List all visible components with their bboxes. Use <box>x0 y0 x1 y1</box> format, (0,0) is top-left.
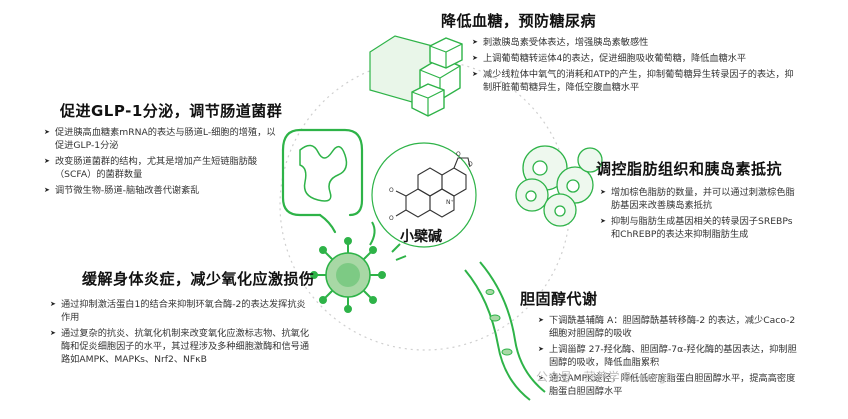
fat-cells-icon <box>515 145 603 227</box>
list-item: 上调甾醇 27-羟化酶、胆固醇-7α-羟化酶的基因表达，抑制胆固醇的吸收，降低血… <box>538 343 800 369</box>
svg-text:O: O <box>468 161 473 168</box>
section-list-blood-sugar: 刺激胰岛素受体表达，增强胰岛素敏感性 上调葡萄糖转运体4的表达，促进细胞吸收葡萄… <box>472 36 802 97</box>
section-title-cholesterol: 胆固醇代谢 <box>520 290 598 308</box>
section-title-blood-sugar: 降低血糖，预防糖尿病 <box>441 12 597 30</box>
list-item: 刺激胰岛素受体表达，增强胰岛素敏感性 <box>472 36 802 49</box>
blood-vessel-icon <box>464 261 546 401</box>
intestine-icon <box>281 128 364 234</box>
svg-text:O: O <box>389 187 394 194</box>
section-title-inflammation: 缓解身体炎症，减少氧化应激损伤 <box>82 270 315 288</box>
list-item: 促进胰高血糖素mRNA的表达与肠道L-细胞的增殖，以促进GLP-1分泌 <box>44 126 276 152</box>
list-item: 改变肠道菌群的结构，尤其是增加产生短链脂肪酸（SCFA）的菌群数量 <box>44 155 276 181</box>
svg-text:O: O <box>456 151 461 158</box>
list-item: 抑制与脂肪生成基因相关的转录因子SREBPs和ChREBP的表达来抑制脂肪生成 <box>600 215 800 241</box>
center-label: 小檗碱 <box>400 229 442 245</box>
section-list-inflammation: 通过抑制激活蛋白1的结合来抑制环氧合酶-2的表达发挥抗炎作用 通过复杂的抗炎、抗… <box>50 298 312 369</box>
section-title-adipose: 调控脂肪组织和胰岛素抵抗 <box>596 160 783 178</box>
section-list-glp1: 促进胰高血糖素mRNA的表达与肠道L-细胞的增殖，以促进GLP-1分泌 改变肠道… <box>44 126 276 200</box>
virus-icon <box>310 221 407 313</box>
list-item: 增加棕色脂肪的数量，并可以通过刺激棕色脂肪基因来改善胰岛素抵抗 <box>600 186 800 212</box>
list-item: 通过抑制激活蛋白1的结合来抑制环氧合酶-2的表达发挥抗炎作用 <box>50 298 312 324</box>
berberine-structure <box>395 157 471 218</box>
list-item: 调节微生物-肠道-脑轴改善代谢紊乱 <box>44 184 276 197</box>
svg-text:O: O <box>389 215 394 222</box>
center-circle <box>371 142 477 248</box>
watermark: 公众号 · 营养学 Bonergo <box>536 370 674 384</box>
list-item: 下调酰基辅酶 A：胆固醇酰基转移酶-2 的表达，减少Caco-2 细胞对胆固醇的… <box>538 314 800 340</box>
section-title-glp1: 促进GLP-1分泌，调节肠道菌群 <box>60 102 283 120</box>
list-item: 减少线粒体中氧气的消耗和ATP的产生，抑制葡萄糖异生转录因子的表达，抑制肝脏葡萄… <box>472 68 802 94</box>
section-list-adipose: 增加棕色脂肪的数量，并可以通过刺激棕色脂肪基因来改善胰岛素抵抗 抑制与脂肪生成基… <box>600 186 800 244</box>
sugar-cubes-icon <box>369 35 463 117</box>
list-item: 通过AMPK途径，降低低密度脂蛋白胆固醇水平，提高高密度脂蛋白胆固醇水平 <box>538 372 800 398</box>
list-item: 通过复杂的抗炎、抗氧化机制来改变氧化应激标志物、抗氧化酶和促炎细胞因子的水平，其… <box>50 327 312 366</box>
svg-text:N⁺: N⁺ <box>446 199 454 206</box>
section-list-cholesterol: 下调酰基辅酶 A：胆固醇酰基转移酶-2 的表达，减少Caco-2 细胞对胆固醇的… <box>538 314 800 401</box>
list-item: 上调葡萄糖转运体4的表达，促进细胞吸收葡萄糖，降低血糖水平 <box>472 52 802 65</box>
